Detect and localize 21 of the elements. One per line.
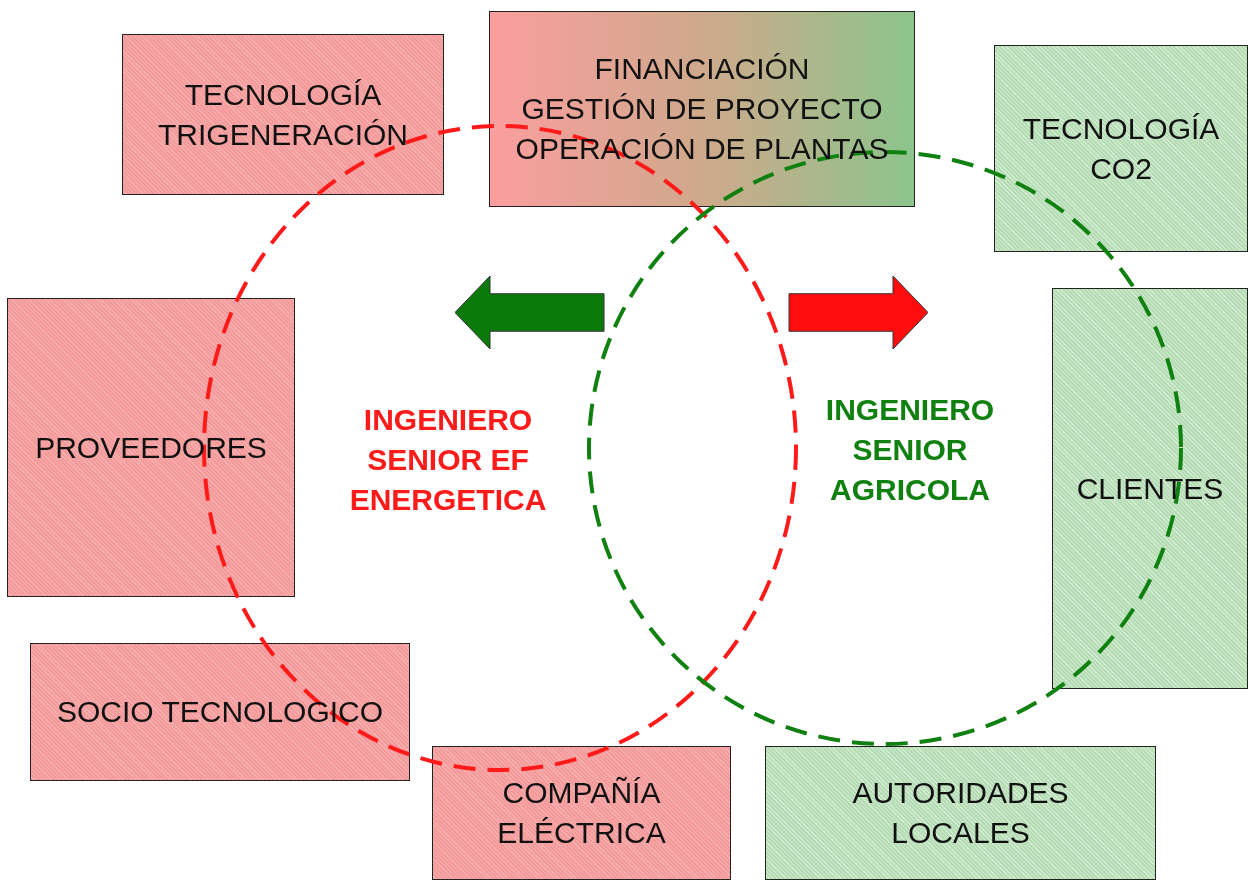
- box-label: TECNOLOGÍA CO2: [1021, 110, 1221, 187]
- circle-label: INGENIERO SENIOR EF ENERGETICA: [348, 402, 548, 518]
- box-label: PROVEEDORES: [35, 429, 267, 466]
- block-arrow: [455, 275, 605, 350]
- stakeholder-box: [432, 746, 731, 880]
- box-label: AUTORIDADES LOCALES: [851, 775, 1070, 851]
- stakeholder-box: [7, 298, 295, 597]
- box-label: GESTIÓN DE PROYECTO: [521, 91, 883, 127]
- stakeholder-box: [489, 11, 915, 207]
- box-label: COMPAÑÍA ELÉCTRICA: [496, 775, 667, 851]
- box-label: FINANCIACIÓN: [594, 51, 810, 87]
- stakeholder-box: [30, 643, 410, 781]
- box-label: OPERACIÓN DE PLANTAS: [515, 131, 889, 167]
- stakeholder-box: [1052, 288, 1248, 689]
- block-arrow: [788, 275, 928, 350]
- box-label: TECNOLOGÍA TRIGENERACIÓN: [157, 76, 409, 153]
- circle-label: INGENIERO SENIOR AGRICOLA: [824, 392, 996, 508]
- stakeholder-box: [994, 45, 1248, 252]
- stakeholder-box: [122, 34, 444, 195]
- box-label: SOCIO TECNOLOGICO: [56, 694, 384, 730]
- stakeholder-box: [765, 746, 1156, 880]
